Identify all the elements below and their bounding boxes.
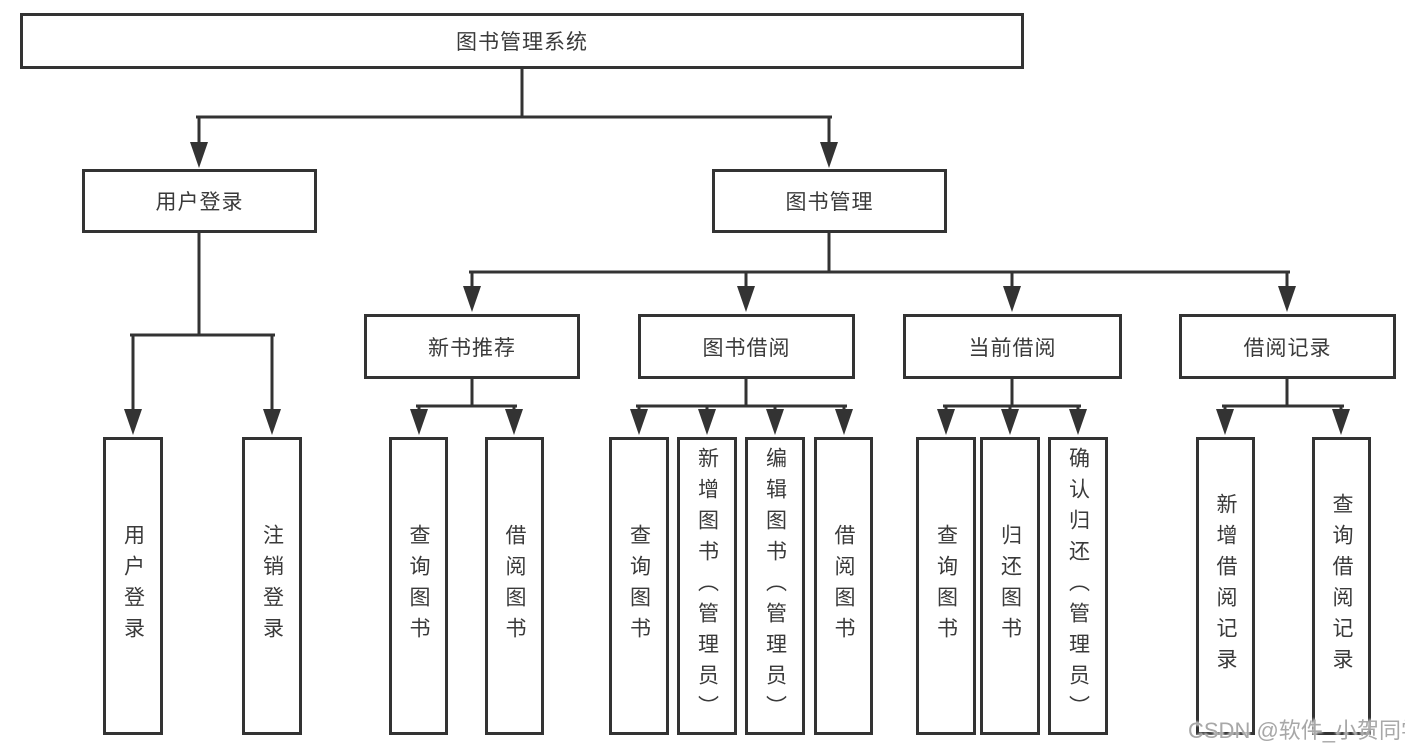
leaf-confirm-return-admin: 确认归还（管理员） bbox=[1048, 437, 1108, 735]
leaf-label: 新增借阅记录 bbox=[1214, 493, 1237, 679]
node-label: 用户登录 bbox=[155, 191, 244, 214]
node-label: 图书借阅 bbox=[702, 336, 791, 360]
leaf-label: 查询图书 bbox=[934, 524, 958, 648]
csdn-watermark: CSDN @软件_小贺同学 bbox=[1188, 718, 1405, 743]
leaf-query-books-borrow: 查询图书 bbox=[609, 437, 669, 735]
leaf-label: 查询图书 bbox=[627, 524, 651, 648]
node-current-borrowing: 当前借阅 bbox=[903, 314, 1122, 379]
leaf-label: 查询借阅记录 bbox=[1330, 493, 1353, 679]
node-library-management-system: 图书管理系统 bbox=[20, 13, 1024, 69]
node-user-login: 用户登录 bbox=[82, 169, 317, 233]
connector-root-to-level2 bbox=[190, 68, 838, 168]
node-label: 图书管理系统 bbox=[456, 31, 588, 54]
leaf-borrow-books-recommend: 借阅图书 bbox=[485, 437, 544, 735]
connector-book-borrow-children bbox=[630, 377, 853, 435]
leaf-borrow-books: 借阅图书 bbox=[814, 437, 873, 735]
leaf-query-borrow-record: 查询借阅记录 bbox=[1312, 437, 1371, 735]
leaf-return-book: 归还图书 bbox=[980, 437, 1040, 735]
node-label: 借阅记录 bbox=[1243, 336, 1332, 360]
leaf-edit-book-admin: 编辑图书（管理员） bbox=[745, 437, 805, 735]
node-label: 新书推荐 bbox=[428, 336, 516, 360]
leaf-label: 用户登录 bbox=[121, 524, 145, 648]
leaf-label: 借阅图书 bbox=[503, 524, 526, 648]
leaf-logout: 注销登录 bbox=[242, 437, 302, 735]
leaf-label: 查询图书 bbox=[407, 524, 430, 648]
leaf-query-books-recommend: 查询图书 bbox=[389, 437, 448, 735]
connector-borrow-record-children bbox=[1216, 377, 1350, 435]
leaf-label: 借阅图书 bbox=[832, 524, 855, 648]
leaf-label: 归还图书 bbox=[998, 524, 1022, 648]
leaf-user-login: 用户登录 bbox=[103, 437, 163, 735]
leaf-add-book-admin: 新增图书（管理员） bbox=[677, 437, 737, 735]
leaf-query-books-current: 查询图书 bbox=[916, 437, 976, 735]
node-book-management: 图书管理 bbox=[712, 169, 947, 233]
leaf-add-borrow-record: 新增借阅记录 bbox=[1196, 437, 1255, 735]
node-label: 图书管理 bbox=[785, 191, 874, 214]
node-label: 当前借阅 bbox=[968, 336, 1057, 360]
node-book-borrowing: 图书借阅 bbox=[638, 314, 855, 379]
leaf-label: 编辑图书（管理员） bbox=[763, 446, 787, 726]
node-new-book-recommend: 新书推荐 bbox=[364, 314, 580, 379]
connector-user-login-children bbox=[124, 231, 281, 435]
node-borrowing-records: 借阅记录 bbox=[1179, 314, 1396, 379]
leaf-label: 注销登录 bbox=[260, 524, 284, 648]
connector-book-management-children bbox=[463, 231, 1296, 312]
connector-current-borrow-children bbox=[937, 377, 1087, 435]
leaf-label: 新增图书（管理员） bbox=[695, 446, 719, 726]
leaf-label: 确认归还（管理员） bbox=[1066, 446, 1090, 726]
connector-new-book-children bbox=[410, 377, 523, 435]
